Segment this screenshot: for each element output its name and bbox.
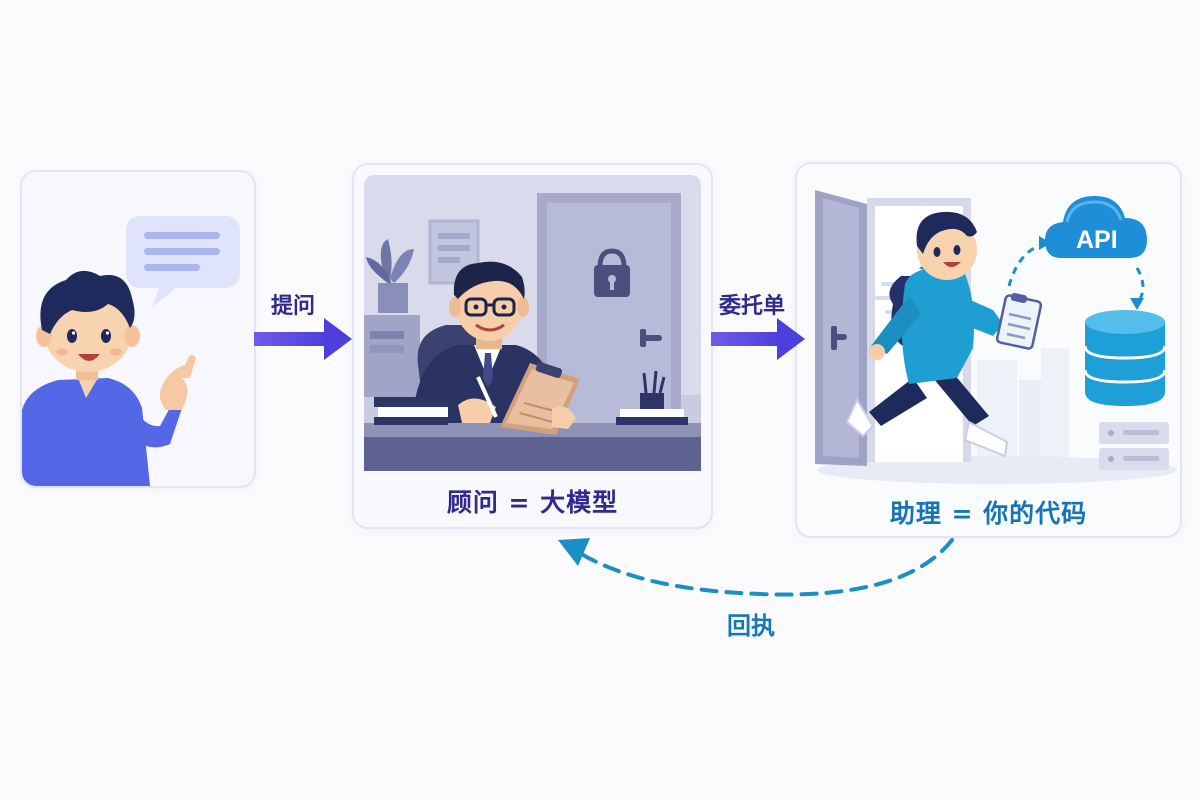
ask-arrow-icon	[254, 318, 352, 360]
receipt-arrow-icon	[558, 538, 954, 597]
api-badge: API	[1076, 226, 1118, 254]
pen-cup-icon	[616, 370, 688, 425]
database-icon	[1083, 310, 1167, 406]
assistant-caption: 助理 = 你的代码	[889, 499, 1088, 528]
server-icon	[1099, 422, 1169, 470]
cloud-icon	[1045, 196, 1147, 258]
books-icon	[374, 397, 448, 425]
consultant-panel: 顾问 = 大模型	[352, 163, 713, 529]
order-arrow-icon	[711, 318, 805, 360]
user-illustration	[22, 216, 240, 486]
ask-label: 提问	[271, 294, 316, 319]
plant-icon	[364, 239, 420, 397]
assistant-person-icon	[845, 211, 1016, 458]
assistant-illustration	[815, 190, 1177, 484]
order-label: 委托单	[719, 294, 786, 319]
locked-door-icon	[537, 193, 681, 455]
consultant-illustration	[364, 175, 701, 471]
assistant-panel: API 助理 = 你的代码	[795, 162, 1182, 538]
user-person-icon	[22, 270, 196, 486]
speech-bubble-icon	[126, 216, 240, 308]
user-panel	[20, 170, 256, 488]
receipt-label: 回执	[727, 612, 775, 640]
clipboard-icon	[995, 292, 1043, 350]
consultant-caption: 顾问 = 大模型	[446, 488, 619, 517]
